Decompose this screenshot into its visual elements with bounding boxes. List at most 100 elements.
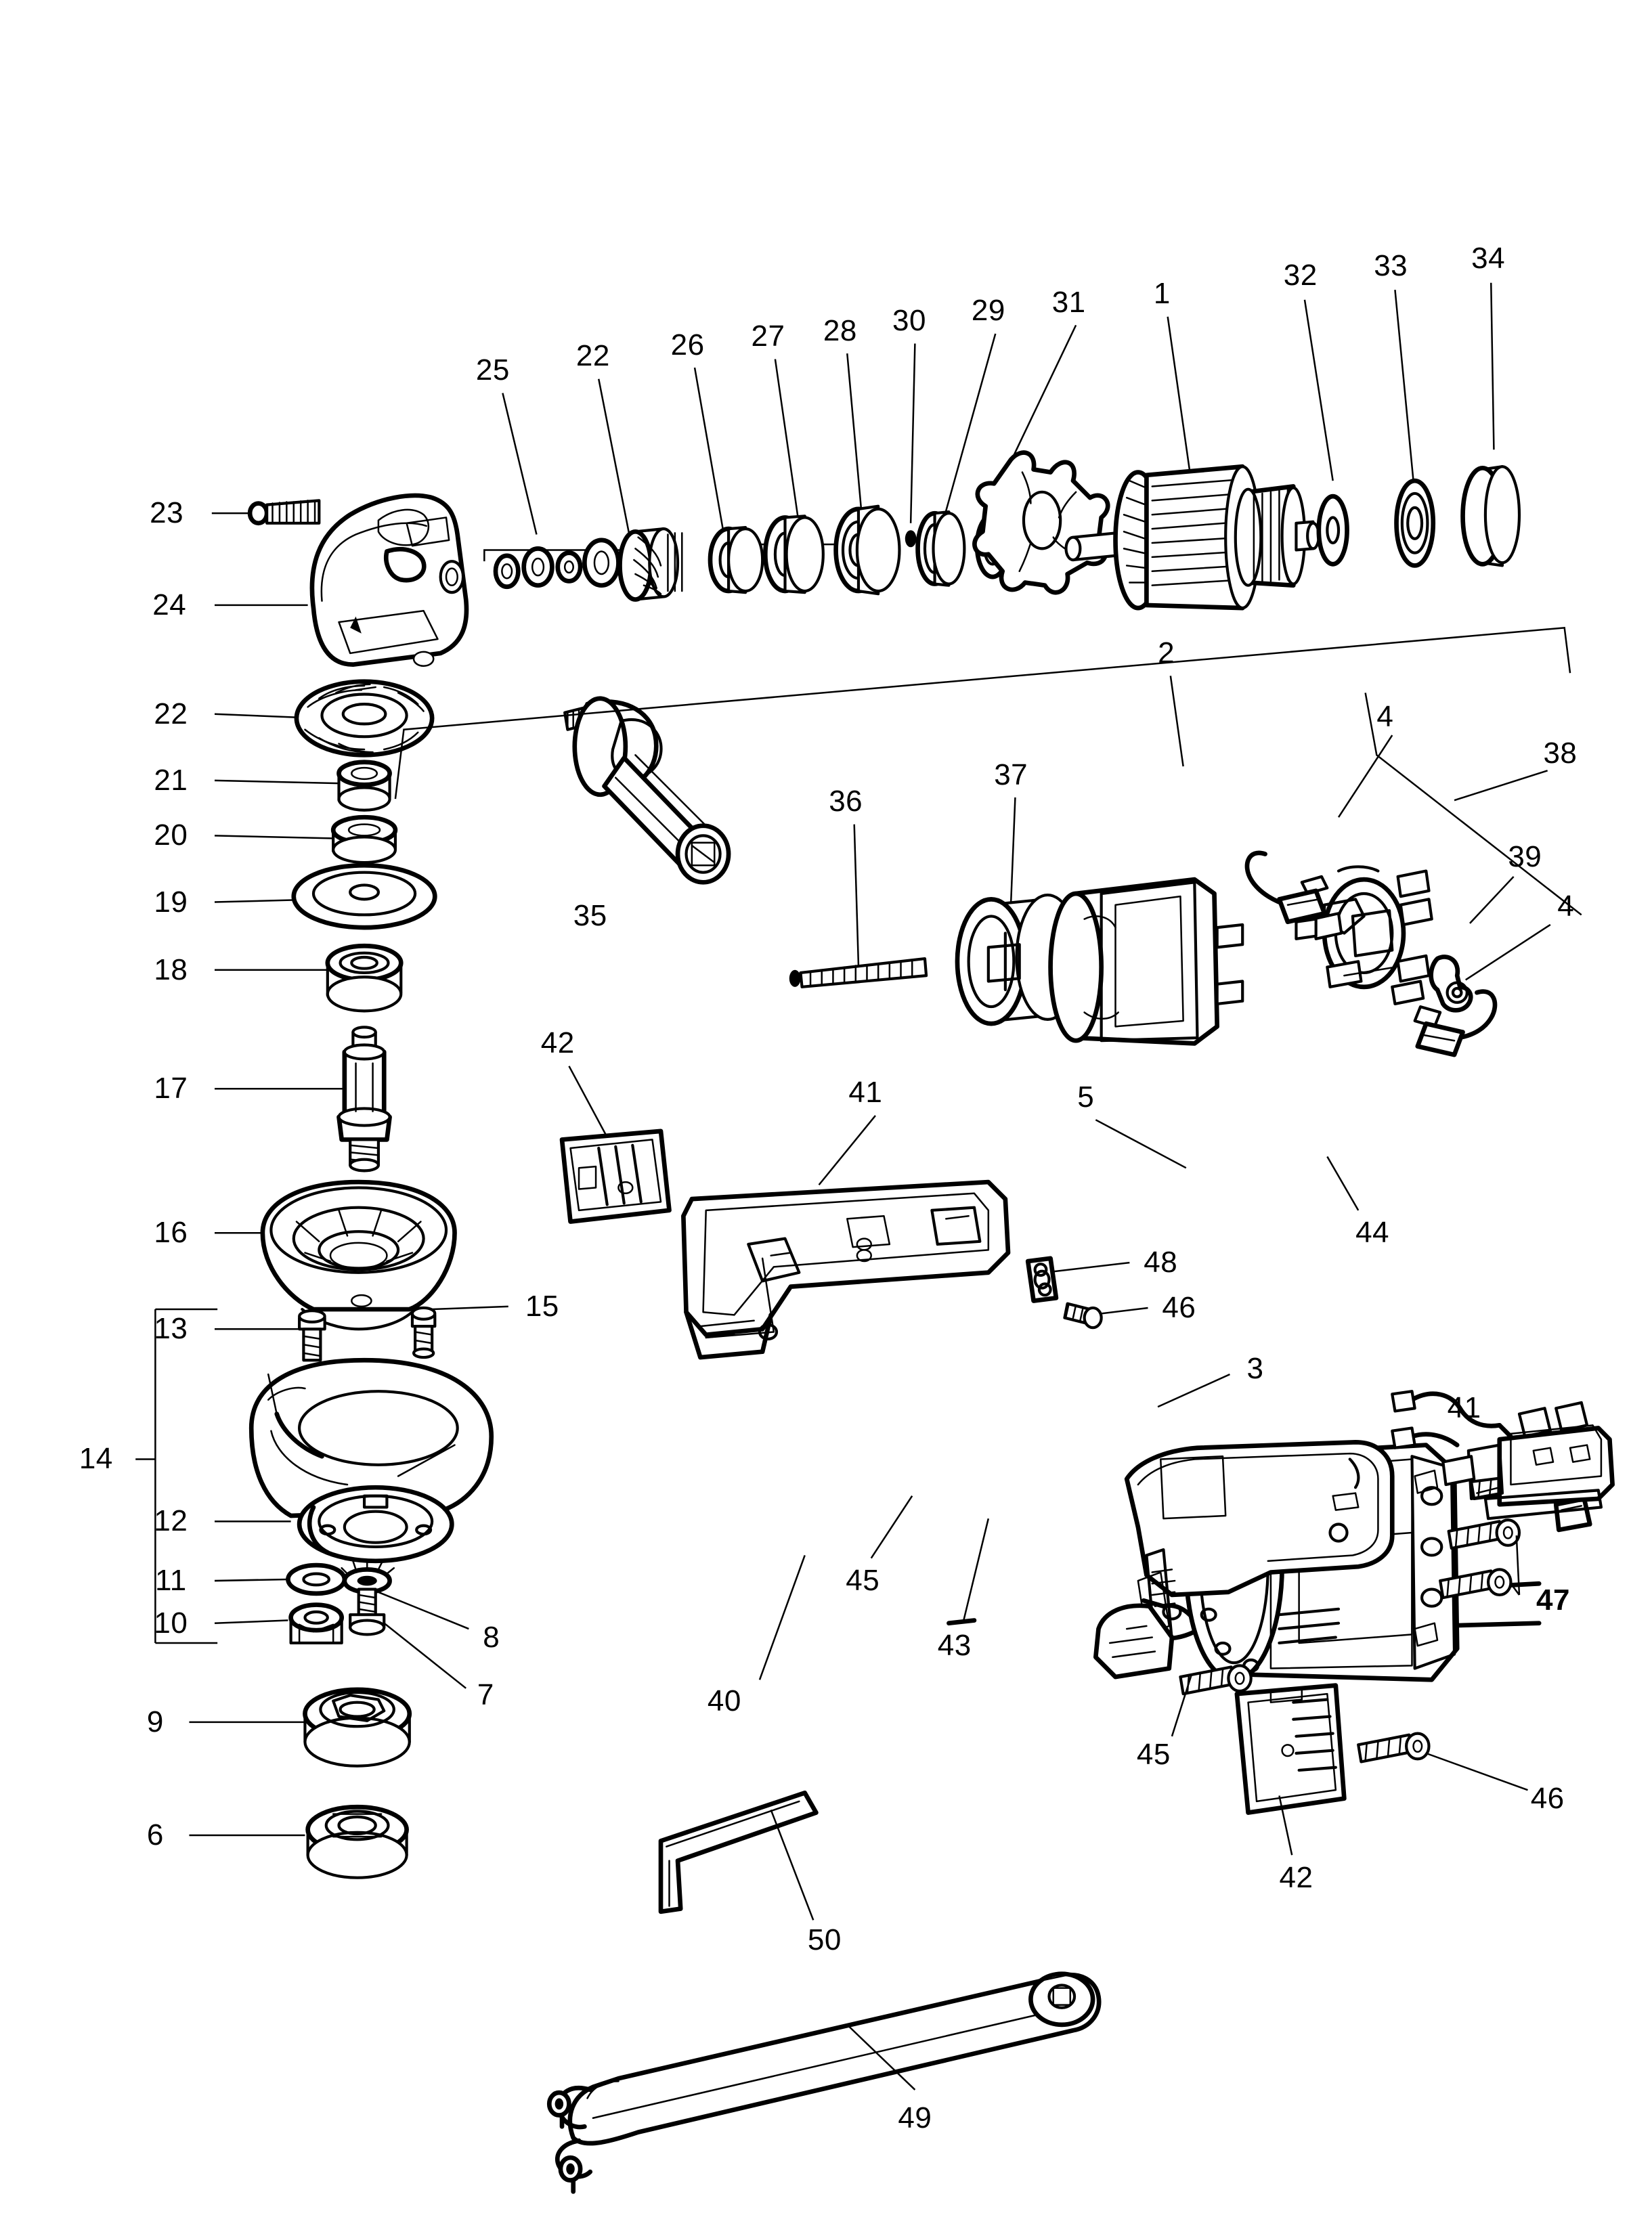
callout-35: 35 [573,899,607,933]
callout-30: 30 [892,304,927,338]
part-9-clamp-nut [303,1687,412,1768]
callout-46-b: 46 [1530,1781,1565,1815]
part-39-brush [1429,955,1473,1013]
part-17-spindle [336,1026,392,1173]
part-3-switch [1391,1390,1615,1520]
part-42-vent-cover-bottom [1234,1683,1347,1856]
leader-39 [1469,876,1515,924]
part-2-field-housing [1048,877,1244,1046]
callout-45-b: 45 [1136,1737,1171,1771]
part-22-bevel-gear [294,679,435,758]
callout-18: 18 [154,952,188,986]
part-36-screw [789,957,928,988]
part-33-bearing [1394,478,1436,568]
callout-48: 48 [1144,1246,1178,1279]
part-10-nut [288,1602,345,1645]
callout-50: 50 [807,1923,842,1956]
callout-7: 7 [477,1678,494,1712]
part-20-washer [330,814,398,864]
callout-6: 6 [146,1818,164,1852]
callout-11: 11 [154,1564,187,1598]
callout-15: 15 [525,1289,559,1323]
part-11-washer [286,1562,347,1596]
callout-34: 34 [1471,242,1506,276]
callout-47: 47 [1536,1583,1570,1617]
part-50-hex-key [658,1791,819,1921]
callout-43: 43 [937,1629,972,1663]
callout-24: 24 [152,588,187,621]
part-32-washer [1316,494,1349,567]
callout-4-a: 4 [1376,699,1394,733]
callout-39: 39 [1508,839,1542,873]
leader-lines-left [135,713,508,1837]
part-4-terminal-lead-upper [1244,850,1329,925]
callout-8: 8 [483,1620,500,1654]
part-4-terminal-lead-lower [1413,989,1498,1057]
callout-41-bottom: 41 [1447,1391,1481,1425]
callout-22-top: 22 [575,339,610,373]
part-48-clamp-plate [1025,1256,1059,1303]
callout-2: 2 [1158,636,1175,670]
callout-49: 49 [898,2101,932,2134]
part-35-side-handle [563,696,731,885]
callout-37: 37 [994,758,1028,791]
part-13-screw [298,1309,326,1362]
callout-9: 9 [146,1705,164,1738]
part-43-key [1553,1496,1592,1533]
part-42-vent-cover-top [559,1129,672,1224]
callout-44: 44 [1355,1216,1390,1250]
callout-28: 28 [823,313,857,347]
part-19-flange [291,862,437,930]
callout-21: 21 [154,763,188,797]
part-41-housing-top [681,1179,1011,1360]
parts-bearing-stack [493,504,1011,602]
part-12-backing-flange [297,1485,454,1564]
callout-4-b: 4 [1557,889,1575,923]
callout-13: 13 [154,1312,188,1346]
callout-45-a: 45 [846,1564,880,1598]
callout-27: 27 [751,320,785,353]
part-6-inner-flange [305,1804,409,1879]
part-24-gearcase-cover [309,493,469,667]
callout-14: 14 [79,1442,113,1476]
part-49-spanner-wrench [546,1971,1102,2194]
part-8-lockwasher [341,1558,395,1595]
callout-22-left: 22 [154,697,188,730]
callout-42-bottom: 42 [1279,1860,1313,1894]
part-14-guard [248,1357,494,1518]
callout-32: 32 [1283,259,1318,292]
part-38-brush-holder [1295,865,1433,1005]
callout-40: 40 [707,1684,741,1717]
callout-3: 3 [1246,1351,1264,1385]
callout-26: 26 [670,328,705,362]
part-46-screw-lower [1357,1732,1528,1791]
callout-16: 16 [154,1216,188,1250]
part-41-handle-bottom [1093,1440,1395,1680]
callout-31: 31 [1051,285,1086,319]
part-15-screw [410,1306,437,1359]
callout-19: 19 [154,885,188,919]
leader-lines-top [211,282,1495,607]
part-16-gear-case [260,1179,457,1331]
callout-5: 5 [1077,1080,1095,1114]
callout-25: 25 [475,353,510,387]
part-21-retainer [336,760,392,812]
callout-29: 29 [971,294,1005,328]
callout-33: 33 [1374,248,1408,282]
callout-46-a: 46 [1162,1290,1196,1324]
callout-41-top: 41 [848,1076,883,1110]
callout-36: 36 [829,785,863,818]
part-34-cap [1460,465,1521,567]
part-46-screw-upper [1063,1302,1103,1330]
callout-12: 12 [154,1504,188,1538]
assembly-bracket-38 [1364,693,1582,916]
leader-4a [1337,735,1393,818]
callout-38: 38 [1543,737,1578,770]
callout-10: 10 [154,1606,188,1640]
part-1-armature [1064,464,1320,611]
part-7-screw [349,1587,386,1636]
leader-36-37 [853,797,1016,966]
callout-17: 17 [154,1072,188,1105]
